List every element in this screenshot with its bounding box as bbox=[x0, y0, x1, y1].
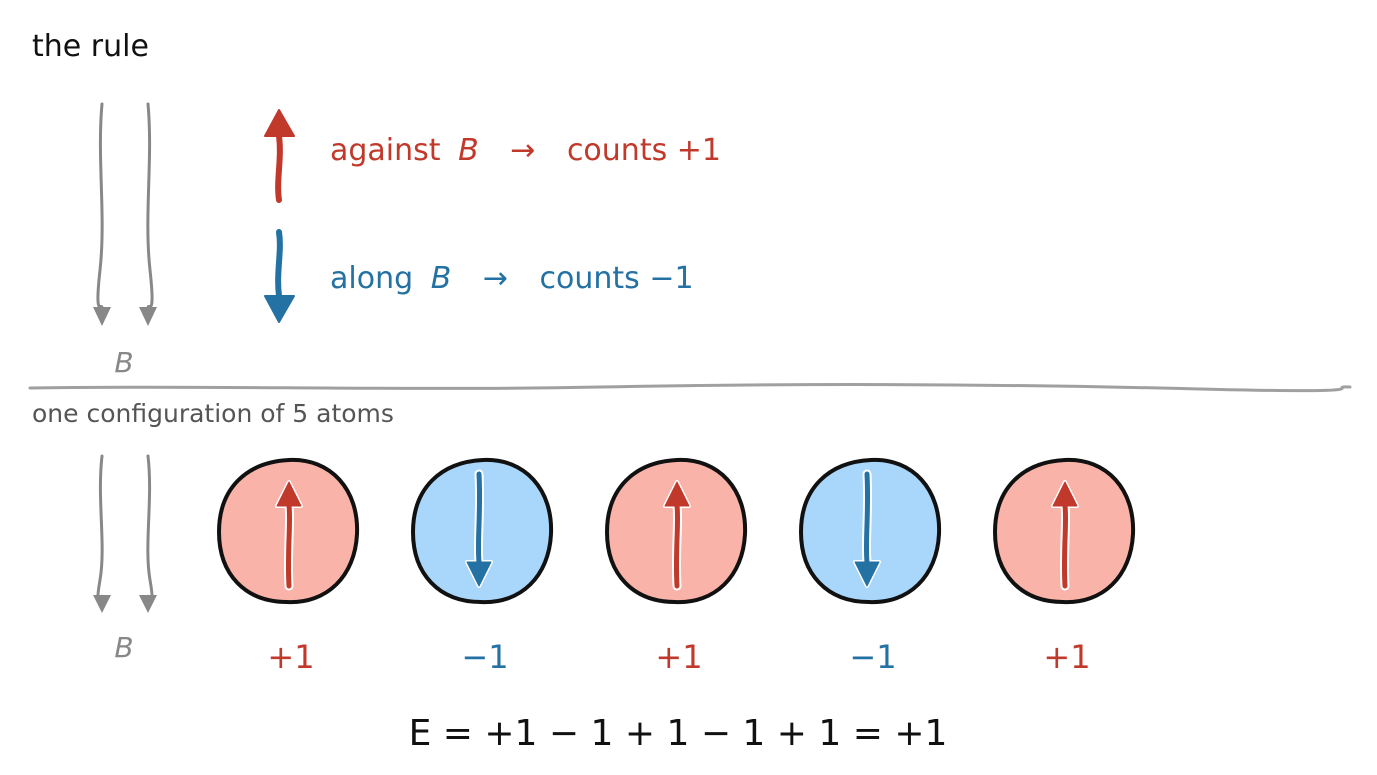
atom: −1 bbox=[410, 457, 554, 676]
atoms-row: +1 −1 +1 −1 +1 bbox=[216, 457, 1136, 676]
atom-value-label: −1 bbox=[849, 638, 896, 676]
atom: −1 bbox=[798, 457, 942, 676]
atom-value-label: +1 bbox=[1043, 638, 1090, 676]
rule-title: the rule bbox=[32, 29, 149, 64]
spin-up-arrow-icon bbox=[663, 480, 691, 591]
rule-field-label: B bbox=[114, 346, 133, 379]
spin-up-arrow-icon bbox=[1051, 480, 1079, 591]
against-symbol: B bbox=[458, 133, 479, 168]
field-arrows-icon bbox=[93, 454, 157, 613]
against-result: counts +1 bbox=[567, 133, 721, 168]
energy-equation: E = +1 − 1 + 1 − 1 + 1 = +1 bbox=[409, 713, 948, 754]
spin-up-arrow-icon bbox=[264, 109, 295, 203]
spin-down-arrow-icon bbox=[465, 469, 493, 588]
along-symbol: B bbox=[431, 261, 452, 296]
along-word: along bbox=[330, 261, 413, 296]
atom-value-label: +1 bbox=[655, 638, 702, 676]
atom: +1 bbox=[992, 457, 1136, 676]
spin-down-arrow-icon bbox=[264, 229, 295, 323]
along-result: counts −1 bbox=[540, 261, 694, 296]
atom-value-label: +1 bbox=[267, 638, 314, 676]
atom-value-label: −1 bbox=[461, 638, 508, 676]
spin-down-arrow-icon bbox=[853, 469, 881, 588]
spin-up-arrow-icon bbox=[275, 480, 303, 591]
field-arrows-icon bbox=[93, 102, 157, 326]
against-word: against bbox=[330, 133, 441, 168]
rule-along-line: along B → counts −1 bbox=[330, 261, 694, 296]
section-divider bbox=[28, 383, 1352, 393]
rule-against-line: against B → counts +1 bbox=[330, 133, 721, 168]
along-arrow: → bbox=[483, 261, 508, 296]
atom: +1 bbox=[604, 457, 748, 676]
atom: +1 bbox=[216, 457, 360, 676]
configuration-field-label: B bbox=[114, 631, 133, 664]
configuration-title: one configuration of 5 atoms bbox=[32, 399, 394, 428]
against-arrow: → bbox=[510, 133, 535, 168]
